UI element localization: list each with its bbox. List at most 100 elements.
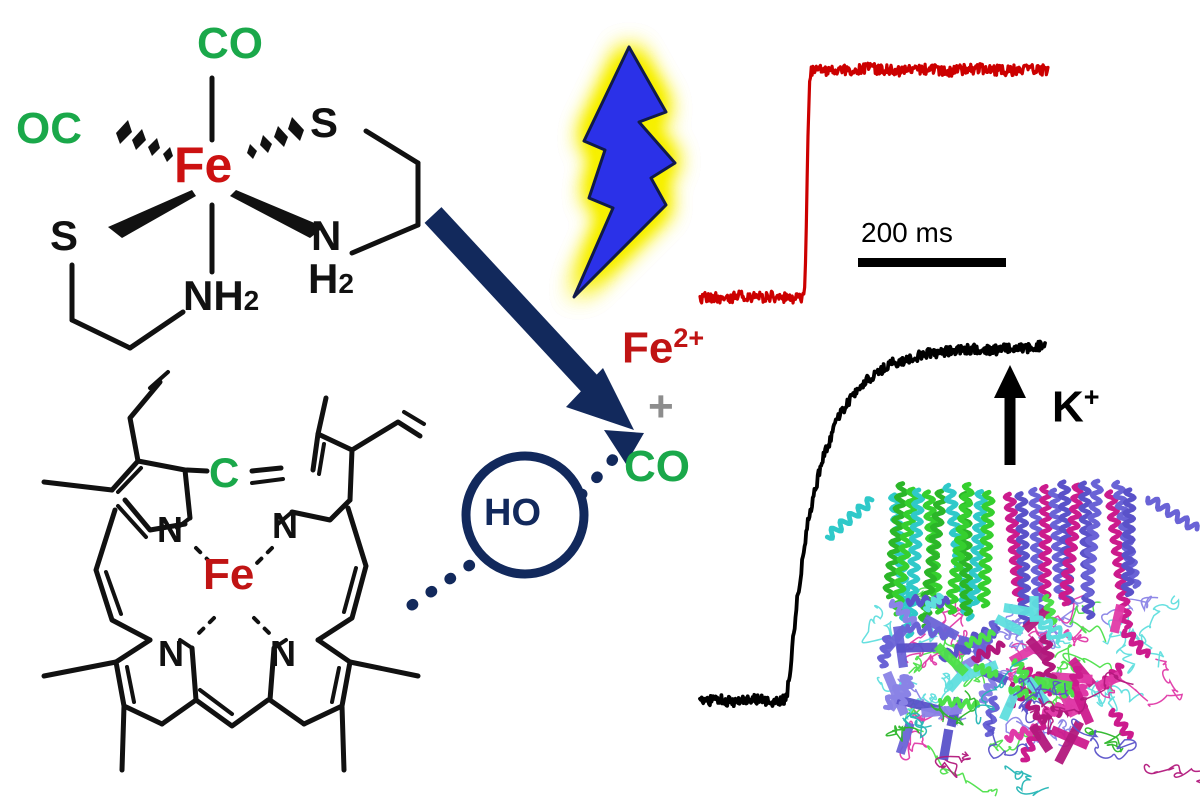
- protein-helix-ctd-back: [973, 662, 999, 679]
- flux-arrow-head: [994, 365, 1026, 398]
- protein-helix-ctd: [1108, 707, 1134, 741]
- corm-amine-left-label: NH2: [183, 275, 259, 317]
- protein-helix-ctd: [1020, 714, 1047, 763]
- corm-amine-right-h-text: H: [308, 255, 339, 302]
- corm-oc-label: OC: [16, 104, 82, 153]
- potassium-channel-structure: [824, 478, 1200, 797]
- photolysis-arrow: [424, 207, 634, 430]
- protein-loop: [905, 693, 938, 720]
- ho-enzyme-badge: [461, 451, 589, 579]
- protein-helix-tm: [1028, 486, 1046, 615]
- protein-helix-tm: [904, 487, 926, 619]
- protein-loop-peripheral: [1018, 680, 1069, 715]
- heme-ring-a: [109, 458, 193, 521]
- product-iron-text: Fe: [622, 323, 674, 373]
- heme-coord-n4: [252, 616, 274, 638]
- protein-sheet-ctd-back: [960, 660, 999, 682]
- corm-amine-right-h-label: H2: [308, 258, 354, 300]
- protein-helix-tm: [1120, 487, 1137, 598]
- heme-ring-d: [301, 637, 353, 727]
- protein-sheet-ctd-back: [994, 614, 1025, 637]
- potassium-flux-arrow: [994, 365, 1026, 465]
- photolysis-arrow-head: [566, 368, 634, 430]
- heme-meso-right-inner: [342, 566, 358, 614]
- protein-helix-ctd-back: [937, 695, 981, 711]
- protein-helix-ctd: [877, 634, 894, 669]
- bond-ch2-n-right: [349, 222, 421, 256]
- bond-ch2-ch2-left: [69, 317, 133, 351]
- protein-loop-peripheral: [974, 657, 1028, 725]
- protein-helix-ctd-back: [923, 592, 944, 613]
- corm-amine-right-sub: 2: [338, 268, 354, 299]
- protein-loop-peripheral: [1143, 763, 1200, 784]
- heme-vinyl-top-left-double: [148, 370, 170, 390]
- protein-sheet-ctd: [1025, 636, 1051, 663]
- corm-amine-right-n-label: N: [311, 212, 342, 259]
- heme-meso-left: [93, 507, 153, 643]
- hash-bond-s-right: [247, 117, 304, 159]
- heme-vinyl-top-right-double: [402, 410, 426, 426]
- heme-meso-left-inner: [104, 570, 123, 616]
- heme-vinyl-top-left: [127, 379, 163, 464]
- protein-sheet-ctd-back: [1003, 603, 1034, 617]
- scalebar-label: 200 ms: [861, 217, 953, 248]
- heme-nitrogen-label-2: N: [272, 505, 298, 546]
- wedge-bond-s-left: [108, 190, 196, 238]
- heme-coord-n1: [194, 546, 216, 568]
- enzymatic-arrow: [406, 430, 644, 611]
- protein-loop-peripheral: [1004, 765, 1049, 796]
- protein-sheet-ctd: [896, 642, 938, 653]
- protein-sheet-ctd: [1109, 603, 1126, 634]
- protein-helix-ctd-back: [1038, 616, 1073, 641]
- heme-methyl-left-lower: [41, 659, 119, 679]
- bond-ch2-n-left: [127, 309, 186, 351]
- heme-ring-b: [310, 431, 355, 503]
- protein-helix-ctd: [883, 674, 910, 711]
- heme-meso-top-right: [249, 465, 284, 474]
- heme-iron-label: Fe: [203, 550, 255, 599]
- potassium-ion-text: K: [1052, 382, 1084, 432]
- protein-helix-ctd: [888, 598, 917, 626]
- protein-loop: [995, 620, 1022, 651]
- enzymatic-arrow-head: [604, 430, 644, 464]
- product-iron-label: Fe2+: [622, 325, 704, 371]
- protein-loop: [1147, 658, 1184, 708]
- protein-loop-peripheral: [885, 725, 920, 742]
- corm-fe-center-label: Fe: [174, 137, 233, 193]
- corm-wedge-bonds: [108, 190, 324, 238]
- heme-ring-a-lower: [122, 497, 188, 533]
- heme-ring-a-inner2: [116, 504, 148, 539]
- heme-methyl-bottom-left: [119, 703, 127, 773]
- protein-helix-tm: [944, 481, 975, 615]
- lightning-bolt-icon: [572, 45, 677, 299]
- protein-helix-tm: [882, 481, 909, 600]
- protein-sheet-ctd-back: [1024, 676, 1051, 707]
- hash-bond-oc: [116, 120, 173, 162]
- corm-structure: [69, 75, 421, 351]
- potassium-current-trace: [698, 339, 1047, 709]
- heme-ring-d-inner: [330, 666, 341, 704]
- protein-sheet-ctd: [1054, 719, 1084, 765]
- co-release-trace: [698, 61, 1050, 305]
- protein-loop: [1107, 680, 1144, 712]
- protein-helix-tm: [976, 489, 996, 609]
- heme-ring-b-inner: [317, 442, 326, 476]
- product-co-label: CO: [624, 442, 690, 491]
- protein-sheet-ctd-back: [1029, 596, 1039, 622]
- bond-s-ch2-right: [363, 128, 421, 166]
- corm-amine-left-text: NH: [183, 272, 244, 319]
- heme-nitrogen-label-3: N: [158, 633, 184, 674]
- heme-methyl-bottom-right: [339, 703, 347, 773]
- heme-structure: [41, 370, 426, 773]
- heme-n4-link: [272, 638, 288, 650]
- protein-loop: [861, 604, 901, 644]
- heme-coord-n2: [252, 546, 274, 568]
- protein-helix-ctd: [897, 675, 915, 706]
- protein-sheet-ctd-back: [999, 686, 1022, 722]
- protein-loop-peripheral: [1071, 718, 1137, 760]
- heme-meso-top-right-inner: [250, 477, 285, 485]
- enzymatic-arrow-shaft: [560, 441, 630, 518]
- protein-sheet-ctd: [938, 728, 954, 761]
- protein-helix-tm: [1058, 482, 1085, 607]
